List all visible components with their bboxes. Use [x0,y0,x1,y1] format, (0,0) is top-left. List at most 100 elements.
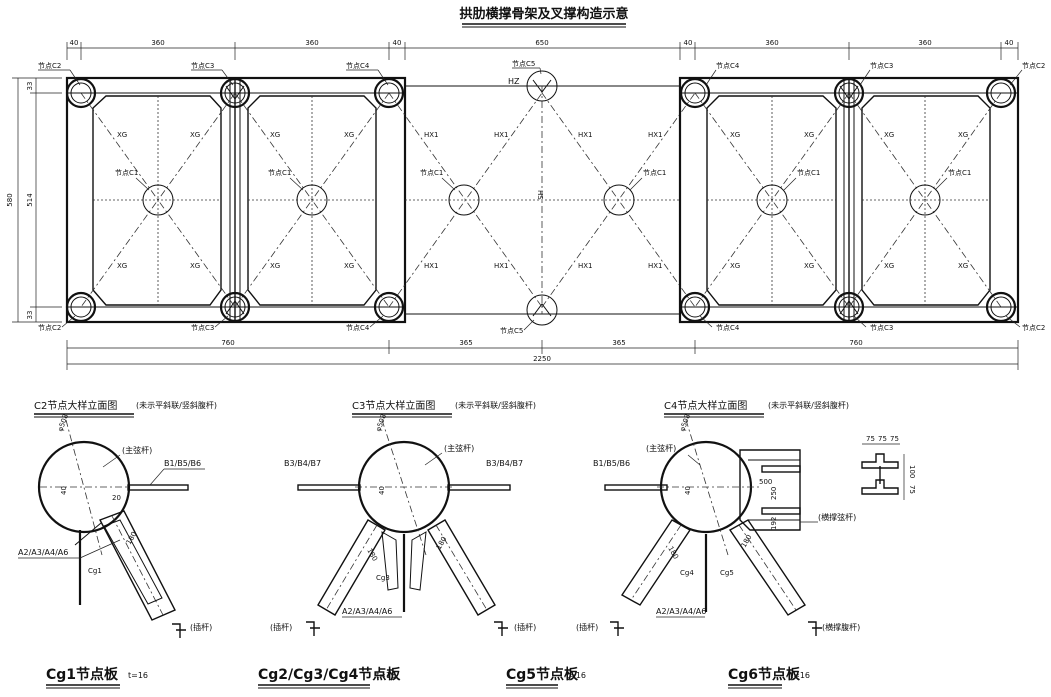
dim-bottom-1: 760 [221,339,234,347]
c3-cg-label: Cg3 [376,574,390,582]
c4-chord-label: (主弦杆) [646,443,676,453]
hx1-3: HX1 [578,131,593,139]
dim-top-8: 360 [918,39,931,47]
label-c1-4: 节点C1 [643,169,666,177]
prof-dim-1: 75 [866,435,875,443]
prof-dim-4: 100 [908,465,916,478]
dim-top-3: 360 [305,39,318,47]
xg-15: XG [884,262,894,270]
dim-bottom-2: 365 [459,339,472,347]
dim-left-inner: 514 [26,193,34,207]
plate-title-cg2: Cg2/Cg3/Cg4节点板 [258,666,401,683]
hx1-1: HX1 [424,131,439,139]
hs-label: HS [536,190,544,200]
c2-chord-label: (主弦杆) [122,445,152,455]
node-labels-top: 节点C2 节点C3 节点C4 节点C5 HZ 节点C4 节点C3 节点C2 [38,60,1045,86]
c4-b-label: B1/B5/B6 [593,459,630,468]
label-c1-6: 节点C1 [948,169,971,177]
dim-bottom-3: 365 [612,339,625,347]
c2-insert-icon [172,623,186,638]
plate-titles: Cg1节点板 t=16 Cg2/Cg3/Cg4节点板 t=16 Cg5节点板 t… [46,666,810,689]
label-hz: HZ [508,77,520,86]
right-frame [678,76,1020,324]
plate-t-cg6: t=16 [790,671,810,680]
label-c4-bl: 节点C4 [346,324,370,332]
c3-insert-icon-r [494,621,508,636]
c4-dia: φ508 [678,413,692,433]
label-c5-top: 节点C5 [512,60,535,68]
detail-c3: φ508 (主弦杆) B3/B4/B7 B3/B4/B7 40 Cg3 180 … [270,413,536,636]
c4-insert-label: (插杆) [576,622,598,632]
detail-c4: φ508 (主弦杆) B1/B5/B6 40 500 250 192 Cg4 C… [576,413,860,636]
bottom-dimension-chain: 760 365 365 760 2250 [66,339,1019,370]
dim-top-1: 40 [70,39,79,47]
dim-left-bottom: 33 [26,311,34,320]
c3-d180-r: 180 [435,535,449,551]
label-c5-bottom: 节点C5 [500,327,523,335]
dim-top-7: 360 [765,39,778,47]
dim-top-2: 360 [151,39,164,47]
c3-insert-label-l: (插杆) [270,622,292,632]
xg-4: XG [190,262,200,270]
c4-dim-250: 250 [770,487,778,500]
xg-3: XG [117,262,127,270]
c3-d40: 40 [378,486,386,495]
xg-6: XG [344,131,354,139]
c4-d40: 40 [684,486,692,495]
xg-8: XG [344,262,354,270]
detail-note-c3: (未示平斜联/竖斜腹杆) [455,400,536,410]
label-c2-tl: 节点C2 [38,62,61,70]
xg-1: XG [117,131,127,139]
c4-cross-web-label: (横撑腹杆) [822,622,860,632]
xg-5: XG [270,131,280,139]
plate-t-cg2: t=16 [376,671,396,680]
member-labels: XG XG XG XG XG XG XG XG HX1 HX1 HX1 HX1 … [117,131,968,270]
prof-dim-5: 75 [908,485,916,494]
xg-9: XG [730,131,740,139]
hx1-6: HX1 [494,262,509,270]
top-dimension-chain: 40 360 360 40 650 40 360 360 40 [66,39,1019,60]
c2-b-label: B1/B5/B6 [164,459,201,468]
label-c4-tl: 节点C4 [346,62,370,70]
c2-cg-label: Cg1 [88,567,102,575]
c4-insert-icon [610,621,624,636]
plate-t-cg5: t=16 [566,671,586,680]
left-frame [65,76,407,324]
c4-dim-192: 192 [770,517,778,530]
c3-a-label: A2/A3/A4/A6 [342,607,392,616]
label-c4-br: 节点C4 [716,324,740,332]
left-dimension-chain: 580 514 33 33 [6,77,62,323]
c2-a-label: A2/A3/A4/A6 [18,548,68,557]
xg-11: XG [730,262,740,270]
dim-left-total: 580 [6,193,14,206]
c3-b-label-r: B3/B4/B7 [486,459,523,468]
detail-title-c2: C2节点大样立面图 [34,399,117,412]
c3-insert-label-r: (插杆) [514,622,536,632]
hx1-5: HX1 [424,262,439,270]
plate-title-cg5: Cg5节点板 [506,666,579,683]
middle-bracing [388,70,696,326]
label-c3-tl: 节点C3 [191,62,214,70]
dim-top-5: 650 [535,39,548,47]
prof-top-flange [861,453,899,469]
label-c1-1: 节点C1 [115,169,138,177]
label-c3-br: 节点C3 [870,324,893,332]
c4-cg-label-l: Cg4 [680,569,694,577]
dim-bottom-4: 760 [849,339,862,347]
label-c1-2: 节点C1 [268,169,291,177]
label-c2-bl: 节点C2 [38,324,61,332]
xg-7: XG [270,262,280,270]
xg-12: XG [804,262,814,270]
plate-title-cg1: Cg1节点板 [46,666,119,683]
dim-top-9: 40 [1005,39,1014,47]
detail-c2: φ508 (主弦杆) B1/B5/B6 A2/A3/A4/A6 Cg1 40 2… [18,413,212,638]
prof-dim-3: 75 [890,435,899,443]
label-c1-5: 节点C1 [797,169,820,177]
c2-dia: φ508 [56,413,70,433]
c3-b-label-l: B3/B4/B7 [284,459,321,468]
hx1-7: HX1 [578,262,593,270]
xg-16: XG [958,262,968,270]
c4-a-label: A2/A3/A4/A6 [656,607,706,616]
node-c1-labels: 节点C1 节点C1 节点C1 节点C1 节点C1 节点C1 [115,169,971,191]
xg-2: XG [190,131,200,139]
